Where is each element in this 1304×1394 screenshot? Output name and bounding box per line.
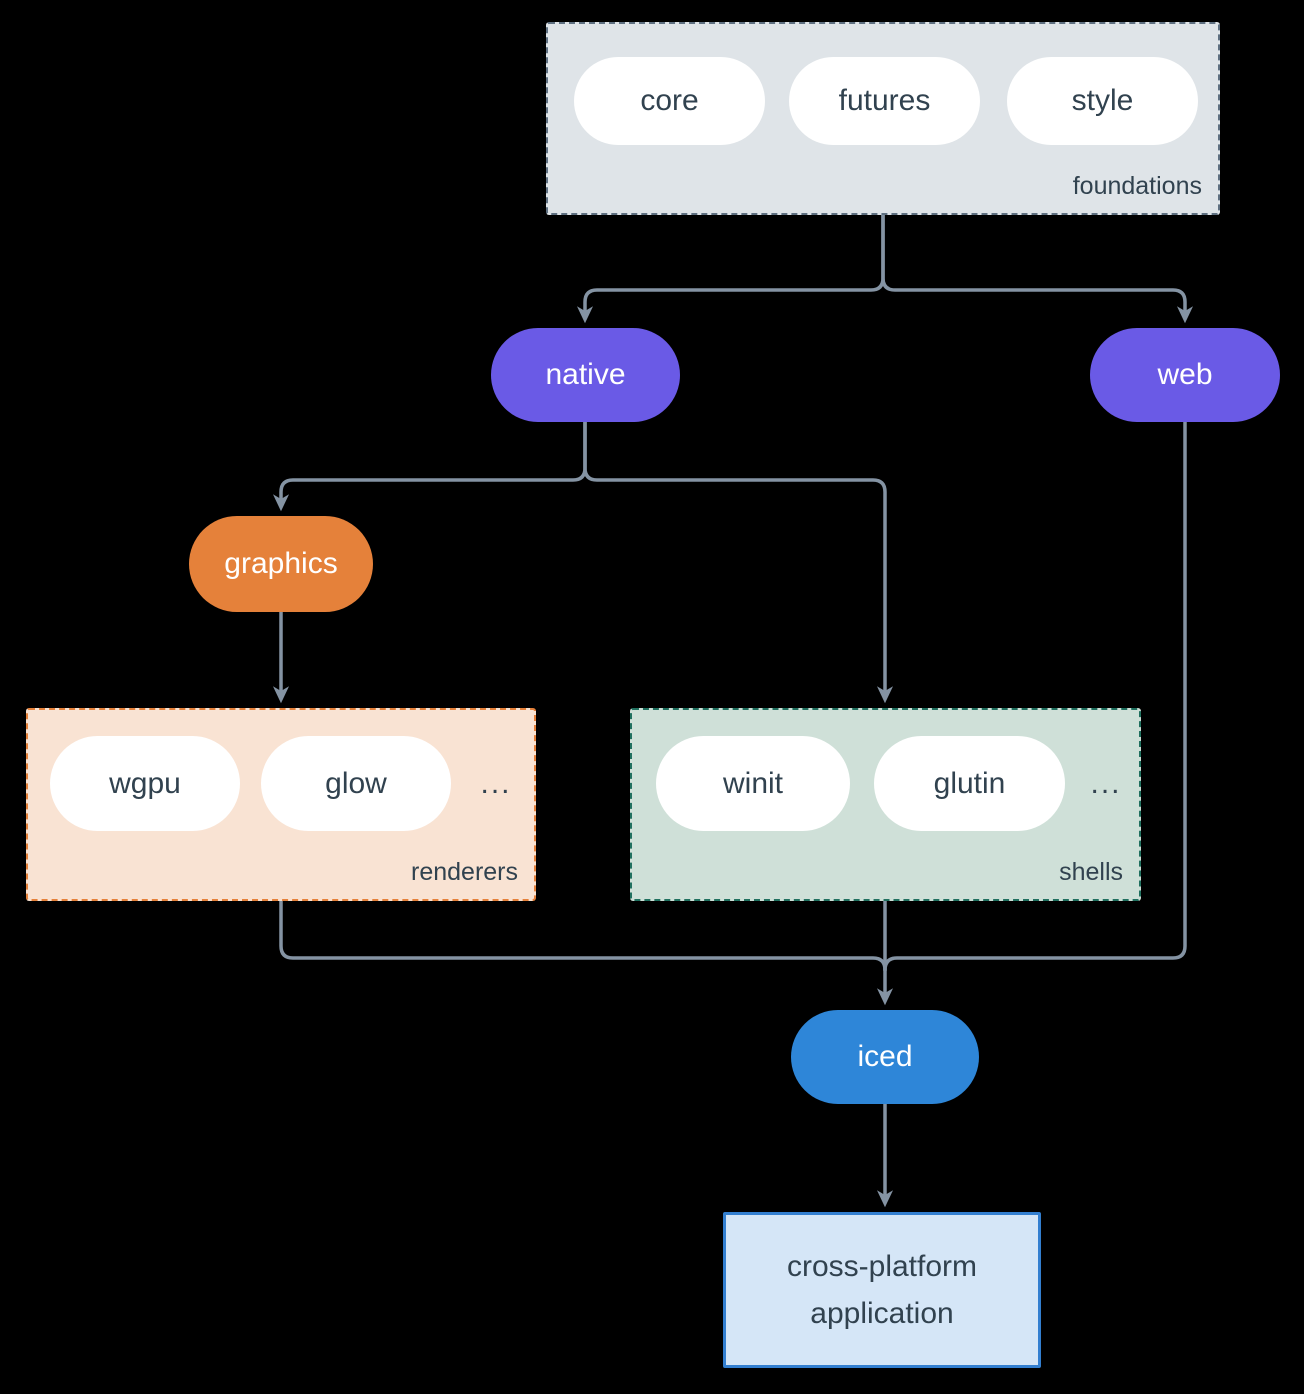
- edge-native-graphics: [272, 420, 587, 512]
- node-iced-label: iced: [857, 1040, 913, 1073]
- edge-foundations-web: [881, 213, 1194, 324]
- node-native-label: native: [545, 358, 626, 391]
- node-core: core: [574, 57, 765, 145]
- node-wgpu-label: wgpu: [109, 766, 181, 800]
- node-futures: futures: [789, 57, 980, 145]
- shells-ellipsis: ...: [1090, 766, 1122, 800]
- node-graphics-label: graphics: [224, 547, 338, 580]
- node-graphics: graphics: [189, 516, 373, 612]
- shells-group: winit glutin ... shells: [630, 708, 1141, 901]
- node-winit-label: winit: [722, 766, 783, 800]
- node-style: style: [1007, 57, 1198, 145]
- renderers-group-label: renderers: [411, 858, 518, 886]
- renderers-ellipsis: ...: [480, 766, 512, 800]
- foundations-group: core futures style foundations: [546, 22, 1220, 215]
- node-glutin: glutin: [874, 736, 1065, 831]
- foundations-group-label: foundations: [1072, 172, 1202, 200]
- node-glutin-label: glutin: [933, 766, 1006, 800]
- node-web: web: [1090, 328, 1280, 422]
- node-core-label: core: [640, 84, 699, 117]
- node-futures-label: futures: [838, 84, 931, 117]
- edge-native-shells: [583, 420, 894, 704]
- edge-renderers-merge: [279, 899, 887, 972]
- shells-group-label: shells: [1059, 858, 1123, 886]
- node-glow: glow: [261, 736, 451, 831]
- node-wgpu: wgpu: [50, 736, 240, 831]
- node-winit: winit: [656, 736, 850, 831]
- renderers-group: wgpu glow ... renderers: [26, 708, 536, 901]
- node-application: cross-platform application: [723, 1212, 1041, 1368]
- node-application-label: cross-platform application: [786, 1250, 978, 1330]
- node-iced: iced: [791, 1010, 979, 1104]
- node-native: native: [491, 328, 680, 422]
- edge-foundations-native: [576, 213, 885, 324]
- node-style-label: style: [1071, 84, 1134, 117]
- node-glow-label: glow: [325, 766, 387, 800]
- node-web-label: web: [1157, 358, 1213, 391]
